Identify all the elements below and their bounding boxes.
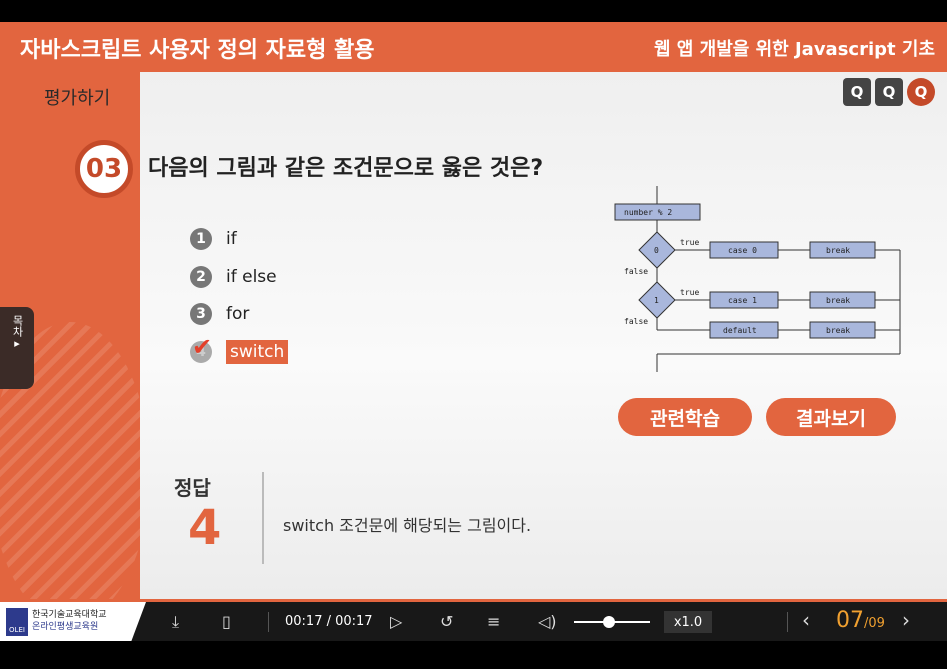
- option-3[interactable]: 3 for: [190, 303, 249, 325]
- volume-knob[interactable]: [603, 616, 615, 628]
- flow-cond-1: 0: [654, 246, 659, 255]
- flow-case-1: case 1: [728, 296, 757, 305]
- question-nav-3[interactable]: Q: [907, 78, 935, 106]
- lesson-title: 자바스크립트 사용자 정의 자료형 활용: [20, 38, 375, 63]
- flow-default: default: [723, 326, 757, 335]
- option-4[interactable]: 4 ✔ switch: [190, 333, 289, 364]
- separator: [787, 612, 788, 632]
- flow-top-box-label: number % 2: [624, 208, 672, 217]
- course-title: 웹 앱 개발을 위한 Javascript 기초: [653, 39, 935, 60]
- question-nav: Q Q Q: [843, 78, 935, 106]
- option-text: for: [226, 304, 250, 324]
- option-number-text: 4: [196, 344, 206, 360]
- page-indicator: 07/09: [836, 608, 885, 633]
- related-study-button[interactable]: 관련학습: [618, 398, 752, 436]
- toc-label: 목차: [11, 315, 24, 337]
- answer-divider: [262, 472, 264, 564]
- playback-time: 00:17 / 00:17: [285, 614, 373, 629]
- option-number: 3: [190, 303, 212, 325]
- flow-false-2: false: [624, 317, 648, 326]
- volume-icon[interactable]: ◁): [538, 612, 557, 631]
- logo-mark: OLEI: [6, 608, 28, 636]
- flow-break-3: break: [826, 326, 850, 335]
- flow-break-1: break: [826, 246, 850, 255]
- question-text: 다음의 그림과 같은 조건문으로 옳은 것은?: [148, 156, 544, 181]
- page-total: /09: [864, 616, 885, 631]
- flow-cond-2: 1: [654, 296, 659, 305]
- flow-true-1: true: [680, 238, 699, 247]
- view-result-button[interactable]: 결과보기: [766, 398, 896, 436]
- answer-explanation: switch 조건문에 해당되는 그림이다.: [283, 516, 532, 535]
- menu-icon[interactable]: ≡: [487, 612, 501, 631]
- section-label: 평가하기: [44, 88, 111, 109]
- separator: [268, 612, 269, 632]
- next-icon[interactable]: ›: [902, 608, 910, 632]
- option-number: 4 ✔: [190, 333, 212, 363]
- flow-case-0: case 0: [728, 246, 757, 255]
- flow-true-2: true: [680, 288, 699, 297]
- question-nav-2[interactable]: Q: [875, 78, 903, 106]
- question-number-badge: 03: [75, 140, 133, 198]
- option-1[interactable]: 1 if: [190, 228, 237, 250]
- logo-line-1: 한국기술교육대학교: [32, 610, 107, 620]
- checkmark-icon: ✔: [192, 333, 213, 361]
- side-panel: 평가하기 03 목차 ▸: [0, 72, 140, 599]
- page-current: 07: [836, 608, 864, 633]
- answer-number: 4: [188, 500, 222, 556]
- option-2[interactable]: 2 if else: [190, 266, 277, 288]
- question-nav-1[interactable]: Q: [843, 78, 871, 106]
- option-text: if: [226, 229, 237, 249]
- header-bar: 자바스크립트 사용자 정의 자료형 활용 웹 앱 개발을 위한 Javascri…: [0, 22, 947, 72]
- option-text: if else: [226, 267, 277, 287]
- flow-false-1: false: [624, 267, 648, 276]
- option-text-correct: switch: [226, 340, 289, 364]
- document-icon[interactable]: ▯: [222, 612, 231, 631]
- option-number: 2: [190, 266, 212, 288]
- bottom-letterbox: [0, 641, 947, 669]
- prev-icon[interactable]: ‹: [802, 608, 810, 632]
- logo-line-2: 온라인평생교육원: [32, 622, 99, 632]
- flow-break-2: break: [826, 296, 850, 305]
- download-icon[interactable]: ⤓: [172, 612, 180, 631]
- toc-arrow-icon: ▸: [14, 337, 20, 350]
- institution-logo: OLEI 한국기술교육대학교 온라인평생교육원: [0, 602, 146, 641]
- logo-text: 한국기술교육대학교 온라인평생교육원: [32, 609, 107, 633]
- play-icon[interactable]: ▷: [390, 612, 403, 631]
- replay-icon[interactable]: ↺: [440, 612, 454, 631]
- toc-tab[interactable]: 목차 ▸: [0, 307, 34, 389]
- switch-flowchart: number % 2 0 1 true true false false cas…: [614, 186, 901, 372]
- player-controls: OLEI 한국기술교육대학교 온라인평생교육원 ⤓ ▯ 00:17 / 00:1…: [0, 599, 947, 641]
- option-number: 1: [190, 228, 212, 250]
- top-letterbox: [0, 0, 947, 22]
- answer-label: 정답: [174, 476, 211, 500]
- quiz-content: Q Q Q 다음의 그림과 같은 조건문으로 옳은 것은? 1 if 2 if …: [140, 72, 947, 599]
- speed-button[interactable]: x1.0: [664, 611, 712, 633]
